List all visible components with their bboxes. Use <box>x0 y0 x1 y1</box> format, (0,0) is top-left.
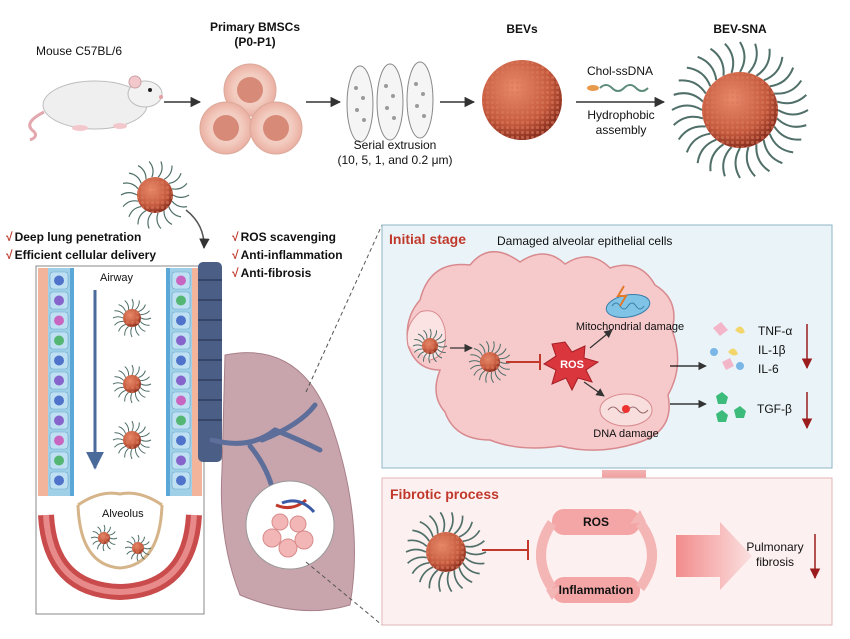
label-extrusion-line2: (10, 5, 1, and 0.2 μm) <box>337 153 453 167</box>
label-chol-ssdna: Chol-ssDNA <box>586 64 653 78</box>
airway-cells <box>49 271 191 490</box>
label-pulmonary-fibrosis: Pulmonary fibrosis <box>740 540 810 570</box>
check-icon: √ <box>6 248 13 262</box>
fibrotic-process-title: Fibrotic process <box>390 486 499 502</box>
benefit-anti-fibrosis: √Anti-fibrosis <box>232 264 343 282</box>
alveolus-illustration <box>38 491 202 601</box>
zoom-line-top <box>305 224 383 393</box>
benefits-right-list: √ROS scavenging √Anti-inflammation √Anti… <box>232 228 343 282</box>
cytokine-molecules <box>710 322 745 370</box>
bev-sna-icon <box>112 298 152 338</box>
bev-sna-icon <box>468 341 512 383</box>
cycle-ros-label: ROS <box>582 515 609 529</box>
label-bmscs-line1: Primary BMSCs <box>209 20 301 34</box>
cytokine-list: TNF-α IL-1β IL-6 <box>758 322 792 379</box>
benefit-text: ROS scavenging <box>240 230 336 244</box>
bev-sna-icon <box>412 328 448 364</box>
label-dna-damage: DNA damage <box>593 428 659 440</box>
arrow-sna-to-lung <box>185 209 210 250</box>
label-bev-sna: BEV-SNA <box>713 22 767 36</box>
bev-sna-icon <box>112 420 152 460</box>
bev-particle <box>482 60 562 140</box>
label-extrusion: Serial extrusion (10, 5, 1, and 0.2 μm) <box>320 138 470 168</box>
label-hydrophobic-assembly: Hydrophobic assembly <box>575 108 667 138</box>
label-tgf-beta: TGF-β <box>757 402 792 416</box>
fibrosis-outcome-arrow <box>676 522 752 590</box>
label-airway: Airway <box>100 272 134 284</box>
benefit-ros-scavenging: √ROS scavenging <box>232 228 343 246</box>
benefit-anti-inflammation: √Anti-inflammation <box>232 246 343 264</box>
label-pulmonary-line1: Pulmonary <box>746 540 804 554</box>
bev-sna-icon <box>90 524 118 552</box>
label-bmscs-line2: (P0-P1) <box>234 35 276 49</box>
mitochondrion-illustration <box>605 285 651 318</box>
bev-sna-particle <box>671 41 809 179</box>
ros-burst-shape <box>543 341 600 392</box>
bev-sna-icon <box>124 534 152 562</box>
label-mouse: Mouse C57BL/6 <box>36 44 123 58</box>
label-alveolus: Alveolus <box>102 508 144 520</box>
label-mito-damage: Mitochondrial damage <box>575 321 685 333</box>
arrow-ros-to-dna <box>583 381 605 397</box>
initial-stage-title: Initial stage <box>389 231 467 247</box>
tgf-molecules <box>716 392 746 422</box>
benefit-cellular-delivery: √Efficient cellular delivery <box>6 246 156 264</box>
bmsc-cells-illustration <box>199 63 303 155</box>
cycle-ros-box <box>552 509 640 535</box>
arrow-ros-to-mito <box>589 329 613 349</box>
trachea-illustration <box>198 262 222 462</box>
benefit-text: Deep lung penetration <box>14 230 142 244</box>
cycle-arrowhead-right <box>630 510 646 524</box>
check-icon: √ <box>6 230 13 244</box>
cytokine-tnf: TNF-α <box>758 324 793 338</box>
cycle-inflammation-box <box>552 577 640 603</box>
label-hydrophobic-line2: assembly <box>595 123 647 137</box>
extrusion-membranes-illustration <box>346 61 434 143</box>
cycle-arrowhead-left <box>546 586 562 600</box>
zoom-line-bottom <box>305 561 383 626</box>
benefits-left-list: √Deep lung penetration √Efficient cellul… <box>6 228 156 264</box>
cytokine-il6: IL-6 <box>758 362 779 376</box>
label-ros-initial: ROS <box>560 359 584 371</box>
alveoli-zoom-circle <box>245 480 335 570</box>
mouse-illustration <box>28 75 163 142</box>
label-bmscs: Primary BMSCs (P0-P1) <box>205 20 305 50</box>
label-hydrophobic-line1: Hydrophobic <box>587 108 655 122</box>
cycle-arrow-left <box>536 520 557 591</box>
check-icon: √ <box>232 248 239 262</box>
bev-sna-small <box>120 161 190 229</box>
label-extrusion-line1: Serial extrusion <box>353 138 437 152</box>
bev-sna-icon <box>405 511 487 593</box>
benefit-text: Anti-fibrosis <box>240 266 312 280</box>
label-damaged-cells: Damaged alveolar epithelial cells <box>497 234 673 248</box>
label-bevs: BEVs <box>506 22 538 36</box>
bev-sna-icon <box>112 364 152 404</box>
chol-ssdna-strand <box>587 84 649 92</box>
benefit-deep-lung: √Deep lung penetration <box>6 228 156 246</box>
check-icon: √ <box>232 266 239 280</box>
check-icon: √ <box>232 230 239 244</box>
cycle-inflammation-label: Inflammation <box>558 583 634 597</box>
label-pulmonary-line2: fibrosis <box>755 555 794 569</box>
cycle-arrow-right <box>635 520 657 591</box>
benefit-text: Efficient cellular delivery <box>14 248 156 262</box>
cytokine-il1b: IL-1β <box>758 343 786 357</box>
benefit-text: Anti-inflammation <box>240 248 343 262</box>
nucleus-dna-illustration <box>599 393 653 427</box>
